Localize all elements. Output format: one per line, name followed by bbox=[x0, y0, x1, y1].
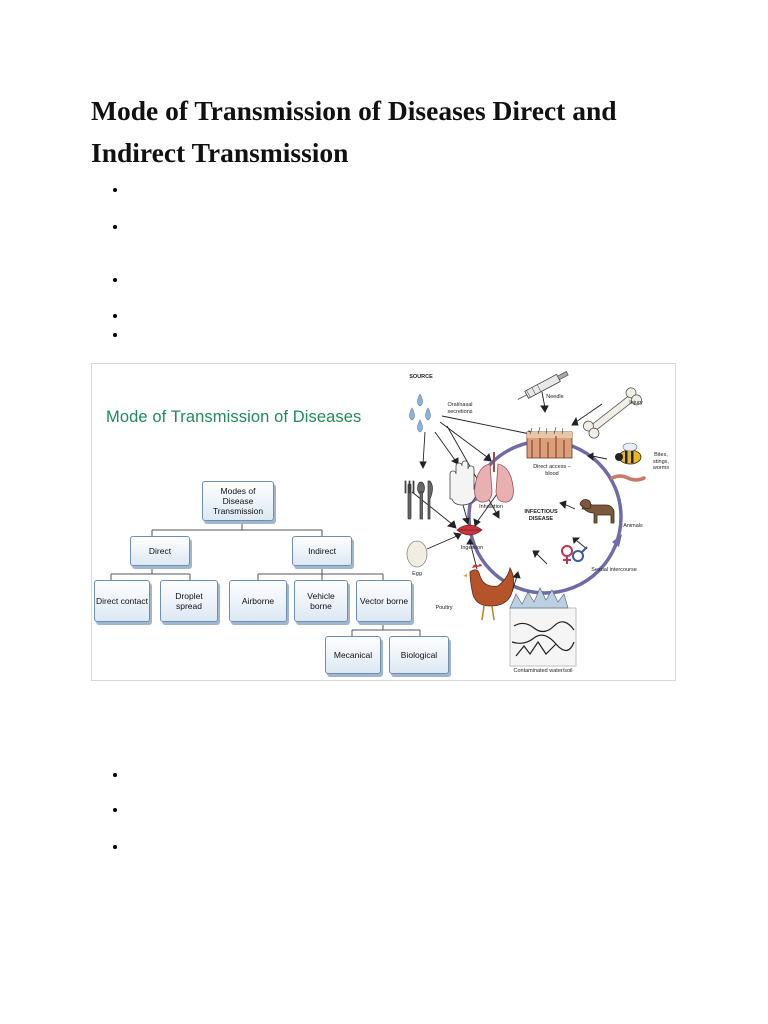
list-item bbox=[113, 808, 119, 814]
tree-mecanical-box: Mecanical bbox=[325, 636, 381, 674]
label-infectious-disease: INFECTIOUS DISEASE bbox=[524, 509, 558, 522]
transmission-figure: Mode of Transmission of Diseases Modes o… bbox=[91, 363, 676, 681]
tree-direct-contact-box: Direct contact bbox=[94, 580, 150, 622]
bone-icon bbox=[583, 387, 642, 439]
worm-icon bbox=[610, 474, 646, 482]
label-sexual-intercourse: Sexual intercourse bbox=[591, 567, 637, 573]
bee-icon bbox=[615, 442, 642, 465]
rooster-icon bbox=[463, 564, 514, 621]
tree-vehicle-borne-box: Vehicle borne bbox=[294, 580, 348, 622]
label-needle: Needle bbox=[546, 394, 564, 400]
cutlery-icon bbox=[404, 480, 433, 520]
figure-heading: Mode of Transmission of Diseases bbox=[106, 408, 362, 426]
dog-icon bbox=[579, 499, 615, 524]
label-direct-access: Direct access – blood bbox=[533, 464, 571, 477]
tree-root-box: Modes of Disease Transmission bbox=[202, 481, 274, 521]
lips-icon bbox=[456, 524, 483, 536]
label-animals: Animals bbox=[623, 523, 643, 529]
skin-icon bbox=[526, 426, 573, 459]
tree-direct-box: Direct bbox=[130, 536, 190, 566]
label-oral-nasal: Oral/nasal secretions bbox=[447, 402, 473, 415]
label-contaminated-water: Contaminated water/soil bbox=[513, 668, 573, 674]
syringe-icon bbox=[517, 371, 569, 400]
list-item bbox=[113, 773, 119, 779]
gender-icon bbox=[561, 545, 588, 564]
list-item bbox=[113, 845, 119, 851]
label-ingestion: Ingestion bbox=[460, 545, 484, 551]
label-injury: Injury bbox=[629, 400, 643, 406]
label-source: SOURCE bbox=[409, 374, 433, 380]
tree-droplet-spread-box: Droplet spread bbox=[160, 580, 218, 622]
tree-connectors bbox=[110, 521, 421, 636]
label-bites: Bites, stings, worms bbox=[652, 452, 670, 471]
tree-vector-borne-box: Vector borne bbox=[356, 580, 412, 622]
list-item bbox=[113, 225, 119, 231]
figure-graphics bbox=[110, 371, 646, 667]
list-item bbox=[113, 333, 119, 339]
egg-icon bbox=[406, 540, 428, 568]
label-inhalation: Inhalation bbox=[479, 504, 503, 510]
label-egg: Egg bbox=[412, 571, 422, 577]
list-item bbox=[113, 278, 119, 284]
tree-indirect-box: Indirect bbox=[292, 536, 352, 566]
droplets-icon bbox=[409, 393, 431, 433]
label-poultry: Poultry bbox=[435, 605, 453, 611]
tree-airborne-box: Airborne bbox=[229, 580, 287, 622]
lungs-icon bbox=[474, 452, 514, 503]
tree-biological-box: Biological bbox=[389, 636, 449, 674]
list-item bbox=[113, 188, 119, 194]
soil-icon bbox=[509, 587, 577, 667]
page-title: Mode of Transmission of Diseases Direct … bbox=[91, 95, 617, 168]
list-item bbox=[113, 314, 119, 320]
